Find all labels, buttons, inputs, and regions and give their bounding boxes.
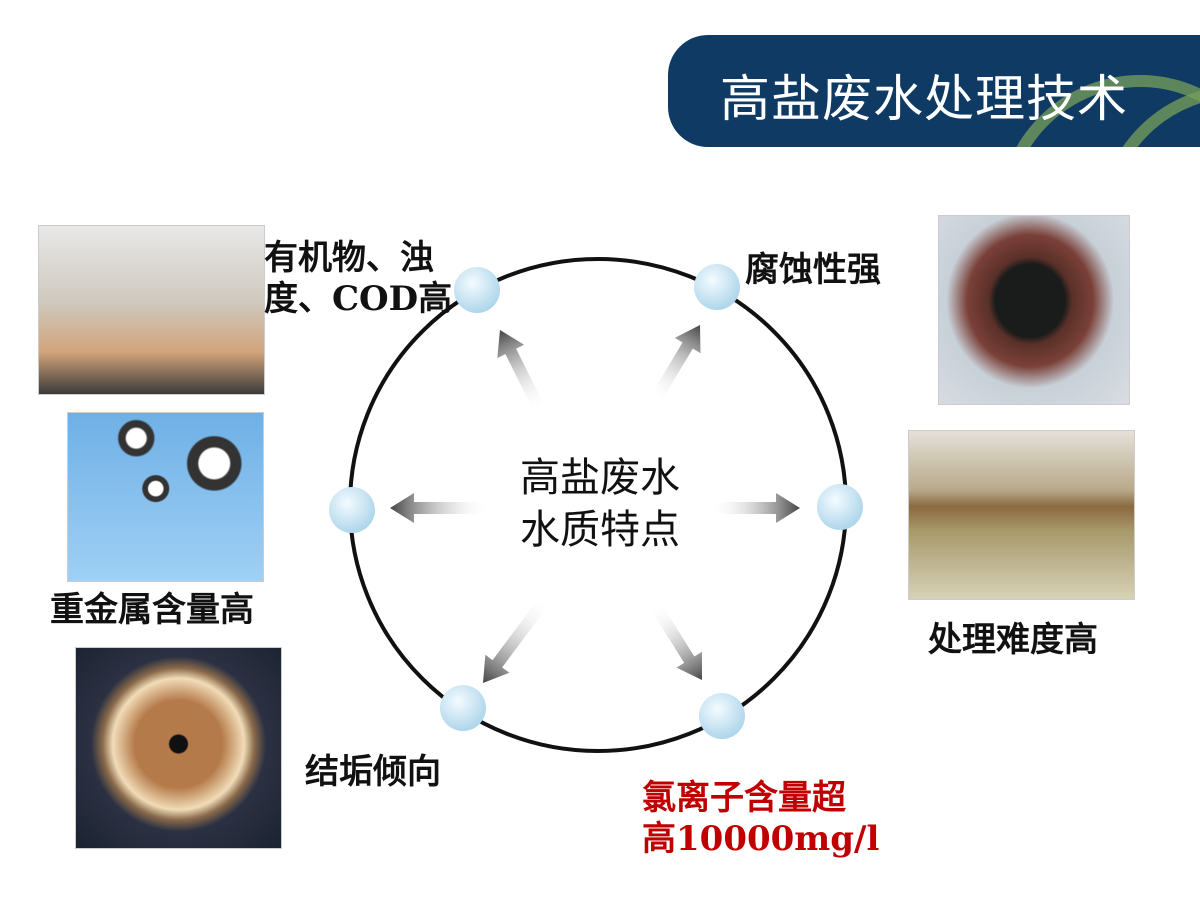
title-banner: 高盐废水处理技术 — [668, 35, 1200, 147]
arrow-icon — [649, 324, 701, 404]
feature-line: 重金属含量高 — [50, 590, 254, 630]
arrow-icon — [483, 596, 550, 683]
arrow-icon — [649, 601, 703, 681]
feature-heavy-metals: 重金属含量高 — [50, 590, 254, 631]
feature-line: 处理难度高 — [928, 620, 1098, 660]
feature-line: 度、COD高 — [264, 278, 453, 319]
arrow-icon — [497, 330, 546, 413]
feature-hard-to-treat: 处理难度高 — [928, 620, 1098, 661]
feature-line: 结垢倾向 — [305, 752, 441, 792]
arrow-icon — [710, 493, 800, 523]
feature-line: 有机物、浊 — [264, 238, 434, 278]
mercury-photo — [67, 412, 264, 582]
scale-photo — [75, 647, 282, 849]
treatment-plant-photo — [908, 430, 1135, 600]
arrow-icon — [390, 493, 490, 523]
feature-organic-cod: 有机物、浊 度、COD高 — [264, 238, 452, 320]
feature-node — [817, 484, 863, 530]
feature-node — [694, 264, 740, 310]
flask-photo — [38, 225, 265, 395]
feature-line: 高10000mg/l — [642, 818, 880, 859]
corroded-pipe-photo — [938, 215, 1130, 405]
center-label: 高盐废水 水质特点 — [490, 452, 710, 556]
feature-line: 腐蚀性强 — [745, 250, 881, 290]
feature-scaling: 结垢倾向 — [305, 752, 441, 793]
page-title: 高盐废水处理技术 — [720, 70, 1128, 128]
center-label-line: 水质特点 — [520, 507, 680, 553]
center-label-line: 高盐废水 — [520, 455, 680, 501]
feature-node — [329, 487, 375, 533]
feature-line: 氯离子含量超 — [642, 778, 846, 818]
feature-node — [440, 685, 486, 731]
feature-node — [699, 693, 745, 739]
feature-corrosive: 腐蚀性强 — [745, 250, 881, 291]
feature-node — [454, 267, 500, 313]
feature-chloride: 氯离子含量超 高10000mg/l — [642, 778, 879, 860]
